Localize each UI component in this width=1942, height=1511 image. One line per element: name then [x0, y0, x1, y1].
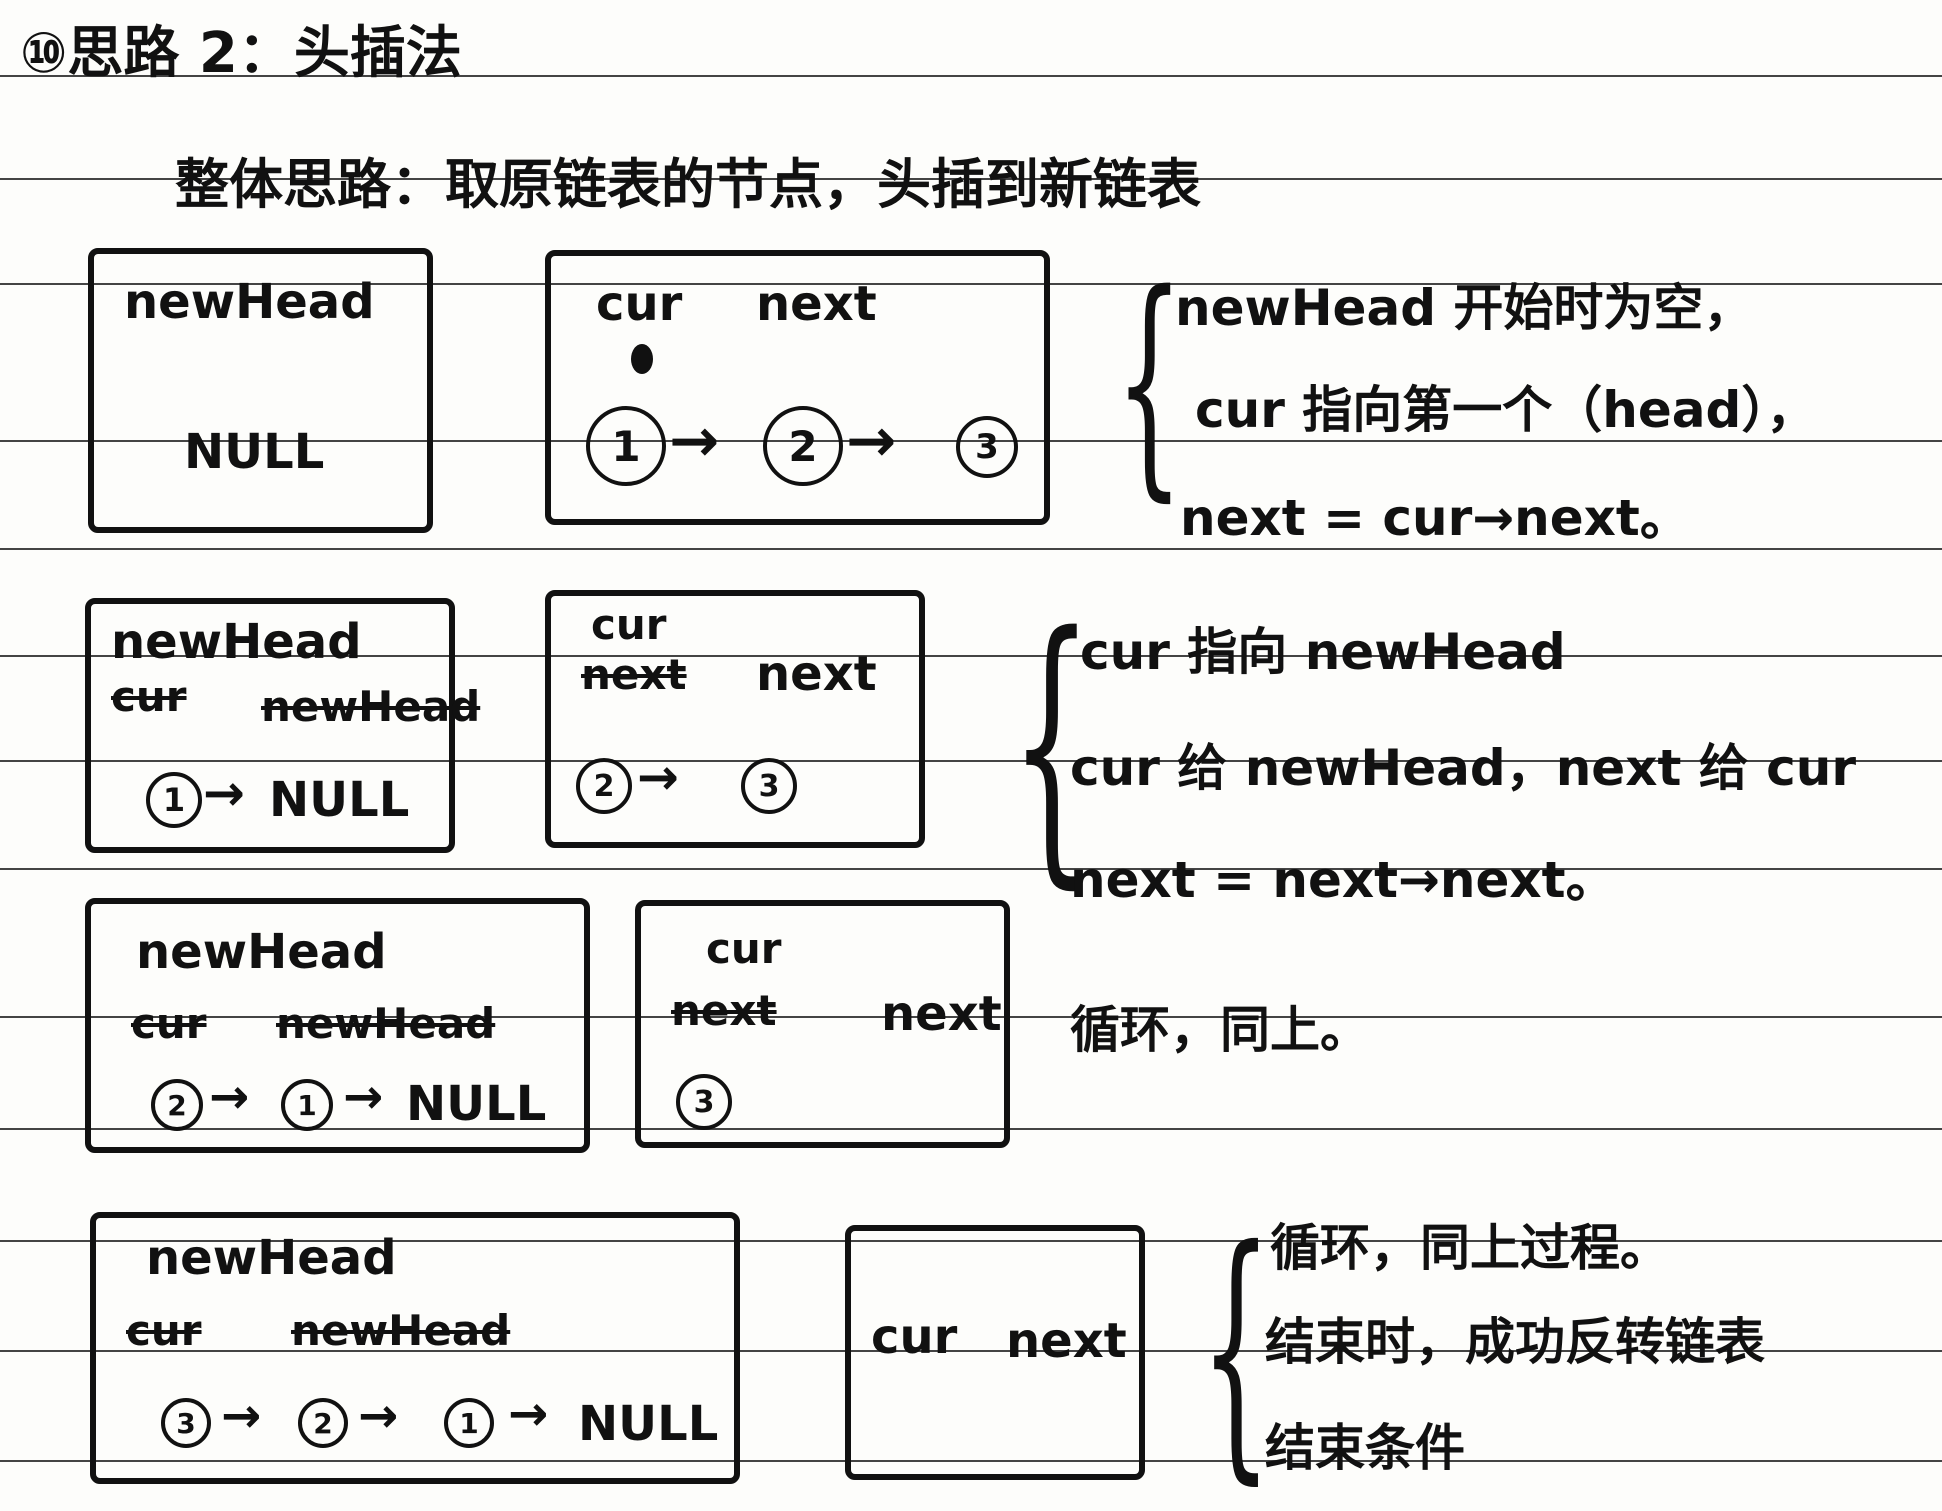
struck-next-label: next	[581, 650, 687, 699]
ruled-line	[0, 1350, 1942, 1352]
step1-note-3: next = cur→next。	[1180, 489, 1690, 547]
ruled-line	[0, 1128, 1942, 1130]
link-arrow: →	[846, 406, 897, 476]
list-node: 3	[741, 758, 797, 814]
ruled-line	[0, 178, 1942, 180]
link-arrow: →	[343, 1069, 384, 1125]
struck-cur-label: cur	[126, 1306, 202, 1355]
cur-label: cur	[871, 1309, 958, 1365]
list-node: 1	[146, 772, 202, 828]
ruled-line	[0, 75, 1942, 77]
next-label: next	[756, 646, 877, 702]
ruled-line	[0, 1016, 1942, 1018]
null-label: NULL	[578, 1396, 719, 1452]
next-label: next	[1006, 1313, 1127, 1369]
list-node: 2	[298, 1398, 348, 1448]
step4-note-1: 循环，同上过程。	[1270, 1219, 1670, 1277]
list-node: 2	[151, 1079, 203, 1131]
link-arrow: →	[669, 406, 720, 476]
list-node: 1	[281, 1079, 333, 1131]
ruled-line	[0, 760, 1942, 762]
step4-note-3: 结束条件	[1265, 1419, 1465, 1477]
list-node: 3	[161, 1398, 211, 1448]
section-title: ⑩思路 2：头插法	[20, 8, 462, 89]
next-label: next	[756, 276, 877, 332]
null-label: NULL	[269, 772, 410, 828]
section-marker: ⑩	[20, 21, 68, 86]
newhead-label: newHead	[146, 1230, 397, 1286]
cur-label: cur	[706, 924, 782, 973]
struck-newhead-label: newHead	[261, 682, 481, 731]
step4-newhead-box: newHead cur newHead 3 → 2 → 1 → NULL	[90, 1212, 740, 1484]
newhead-label: newHead	[111, 614, 362, 670]
next-label: next	[881, 986, 1002, 1042]
cur-label: cur	[591, 600, 667, 649]
step2-remaining-list-box: cur next next 2 → 3	[545, 590, 925, 848]
step1-note-2: cur 指向第一个（head），	[1195, 381, 1817, 439]
ruled-line	[0, 1460, 1942, 1462]
step1-original-list-box: cur next 1 → 2 → 3	[545, 250, 1050, 525]
ruled-line	[0, 548, 1942, 550]
step1-newhead-box: newHead NULL	[88, 248, 433, 533]
step3-newhead-box: newHead cur newHead 2 → 1 → NULL	[85, 898, 590, 1153]
list-node: 1	[444, 1398, 494, 1448]
ruled-line	[0, 283, 1942, 285]
section-title-text: 思路 2：头插法	[67, 21, 462, 86]
step3-note-1: 循环，同上。	[1070, 1001, 1370, 1059]
struck-cur-label: cur	[111, 672, 187, 721]
struck-cur-label: cur	[131, 999, 207, 1048]
link-arrow: →	[508, 1386, 549, 1442]
link-arrow: →	[221, 1388, 262, 1444]
struck-next-label: next	[671, 986, 777, 1035]
cur-pointer-dot	[631, 344, 653, 374]
struck-newhead-label: newHead	[291, 1306, 511, 1355]
null-label: NULL	[184, 424, 325, 480]
cur-label: cur	[596, 276, 683, 332]
list-node: 3	[676, 1074, 732, 1130]
struck-newhead-label: newHead	[276, 999, 496, 1048]
list-node: 2	[763, 406, 843, 486]
step3-remaining-list-box: cur next next 3	[635, 900, 1010, 1148]
ruled-line	[0, 655, 1942, 657]
link-arrow: →	[209, 1069, 250, 1125]
step2-note-2: cur 给 newHead，next 给 cur	[1070, 739, 1857, 797]
ruled-line	[0, 868, 1942, 870]
step1-note-1: newHead 开始时为空，	[1175, 279, 1754, 337]
brace-icon: {	[1200, 1192, 1273, 1507]
null-label: NULL	[406, 1076, 547, 1132]
step4-empty-list-box: cur next	[845, 1225, 1145, 1480]
list-node: 3	[956, 416, 1018, 478]
step4-note-2: 结束时，成功反转链表	[1265, 1313, 1765, 1371]
step2-newhead-box: newHead cur newHead 1 → NULL	[85, 598, 480, 853]
overall-idea: 整体思路：取原链表的节点，头插到新链表	[175, 153, 1201, 216]
brace-icon: {	[1115, 242, 1184, 522]
list-node: 1	[586, 406, 666, 486]
link-arrow: →	[203, 764, 245, 822]
link-arrow: →	[637, 748, 679, 806]
link-arrow: →	[358, 1388, 399, 1444]
ruled-line	[0, 1240, 1942, 1242]
newhead-label: newHead	[124, 274, 375, 330]
step2-note-3: next = next→next。	[1070, 851, 1616, 909]
newhead-label: newHead	[136, 924, 387, 980]
step2-note-1: cur 指向 newHead	[1080, 623, 1566, 681]
list-node: 2	[576, 758, 632, 814]
brace-icon: {	[1010, 576, 1094, 913]
